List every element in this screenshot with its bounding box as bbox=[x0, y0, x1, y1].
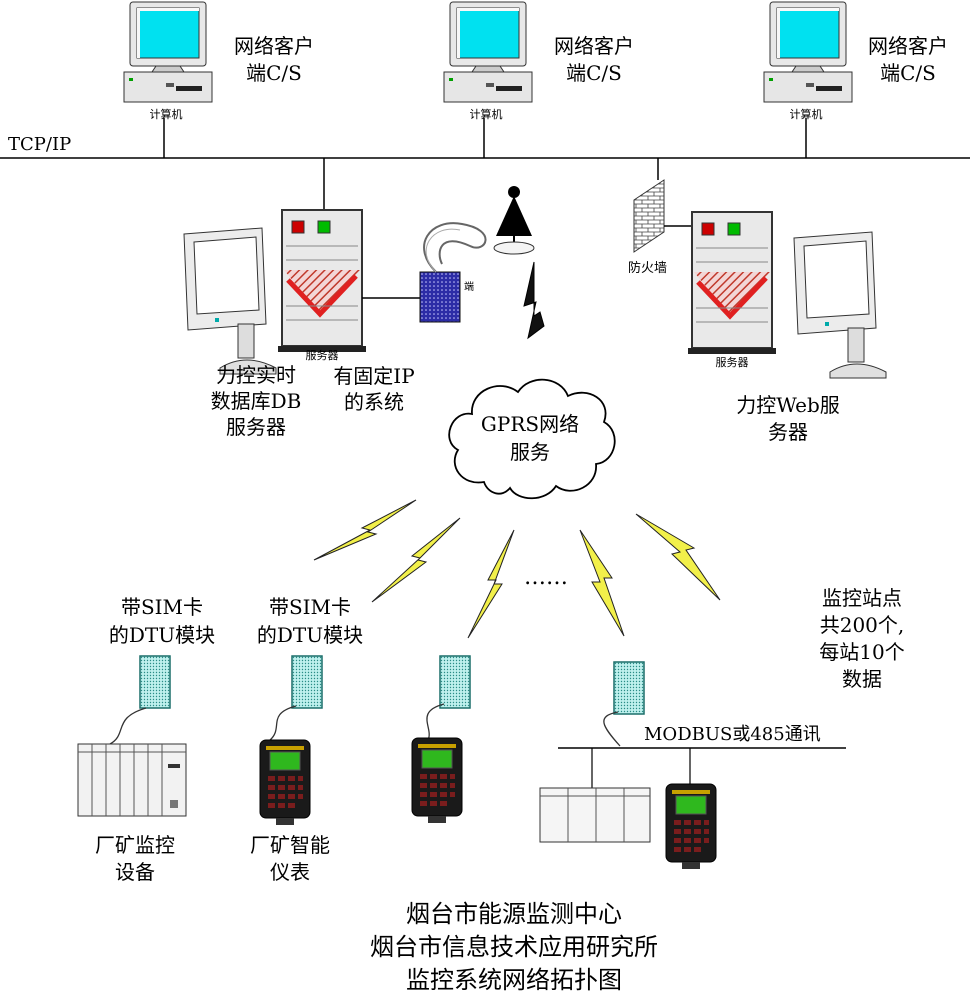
station-summary-line1: 监控站点 bbox=[822, 586, 902, 610]
client-device-label: 计算机 bbox=[470, 107, 503, 121]
io-rack-icon bbox=[539, 787, 651, 843]
station-summary-line2: 共200个, bbox=[820, 613, 905, 637]
tcpip-label: TCP/IP bbox=[8, 134, 71, 155]
dtu-module-icon bbox=[291, 655, 323, 709]
antenna-signal-bolt bbox=[523, 261, 545, 340]
gprs-modem-label: 端 bbox=[464, 280, 474, 293]
plc-controller-icon bbox=[77, 743, 187, 817]
db-server-icon: 服务器 bbox=[278, 210, 366, 362]
web-monitor-icon bbox=[793, 231, 887, 379]
smart-meter-icon bbox=[411, 737, 463, 824]
wireless-bolt-2 bbox=[371, 517, 461, 603]
caption-line1: 烟台市能源监测中心 bbox=[406, 900, 622, 928]
db-server-device-label: 服务器 bbox=[306, 349, 339, 362]
dtu-label-1-line1: 带SIM卡 bbox=[121, 595, 203, 619]
db-server-label-line2: 数据库DB bbox=[211, 389, 302, 413]
client-device-label: 计算机 bbox=[790, 107, 823, 121]
db-server-label-line1: 力控实时 bbox=[216, 363, 296, 387]
caption-line2: 烟台市信息技术应用研究所 bbox=[370, 933, 658, 961]
plc-label-line2: 设备 bbox=[115, 860, 155, 884]
client-computer-1: 计算机 网络客户 端C/S bbox=[123, 1, 314, 158]
client-label-line2: 端C/S bbox=[566, 61, 622, 85]
client-label-line2: 端C/S bbox=[880, 61, 936, 85]
client-label-line1: 网络客户 bbox=[554, 34, 634, 58]
client-label-line1: 网络客户 bbox=[234, 34, 314, 58]
dtu-label-2-line2: 的DTU模块 bbox=[257, 623, 363, 647]
gprs-label-line1: GPRS网络 bbox=[481, 412, 579, 436]
antenna-icon bbox=[493, 186, 535, 255]
wireless-bolt-5 bbox=[635, 513, 721, 601]
plc-label-line1: 厂矿监控 bbox=[95, 833, 175, 857]
db-monitor-icon bbox=[183, 227, 277, 375]
fixed-ip-label-line1: 有固定IP bbox=[333, 364, 414, 388]
more-stations-ellipsis: …… bbox=[524, 565, 568, 590]
station-summary-line4: 数据 bbox=[842, 667, 882, 691]
client-label-line1: 网络客户 bbox=[868, 34, 948, 58]
firewall-icon: 防火墙 bbox=[628, 179, 667, 276]
wireless-bolt-4 bbox=[579, 529, 625, 637]
dtu-label-2-line1: 带SIM卡 bbox=[269, 595, 351, 619]
wireless-bolt-3 bbox=[467, 529, 515, 639]
modbus-label: MODBUS或485通讯 bbox=[644, 724, 821, 745]
web-server-label-line1: 力控Web服 bbox=[736, 393, 840, 417]
smart-meter-icon bbox=[665, 783, 717, 870]
caption-line3: 监控系统网络拓扑图 bbox=[406, 966, 622, 994]
gprs-cloud-icon: GPRS网络 服务 bbox=[448, 378, 616, 500]
dtu-label-1-line2: 的DTU模块 bbox=[109, 623, 215, 647]
station-summary-line3: 每站10个 bbox=[819, 640, 904, 664]
client-device-label: 计算机 bbox=[150, 107, 183, 121]
dtu-module-icon bbox=[613, 661, 645, 715]
meter-label-line2: 仪表 bbox=[270, 860, 310, 884]
web-server-icon: 服务器 bbox=[688, 212, 776, 369]
client-computer-2: 计算机 网络客户 端C/S bbox=[443, 1, 634, 158]
firewall-label: 防火墙 bbox=[628, 260, 667, 276]
smart-meter-icon bbox=[259, 739, 311, 826]
fixed-ip-label-line2: 的系统 bbox=[344, 390, 404, 414]
web-server-device-label: 服务器 bbox=[716, 356, 749, 369]
gprs-modem-icon: 端 bbox=[419, 222, 487, 323]
wireless-bolt-1 bbox=[313, 499, 417, 561]
gprs-label-line2: 服务 bbox=[510, 440, 550, 464]
client-computer-3: 计算机 网络客户 端C/S bbox=[763, 1, 948, 158]
web-server-label-line2: 务器 bbox=[768, 420, 808, 444]
client-label-line2: 端C/S bbox=[246, 61, 302, 85]
db-server-label-line3: 服务器 bbox=[226, 415, 286, 439]
dtu-module-icon bbox=[139, 655, 171, 709]
meter-label-line1: 厂矿智能 bbox=[250, 833, 330, 857]
dtu-module-icon bbox=[439, 655, 471, 709]
